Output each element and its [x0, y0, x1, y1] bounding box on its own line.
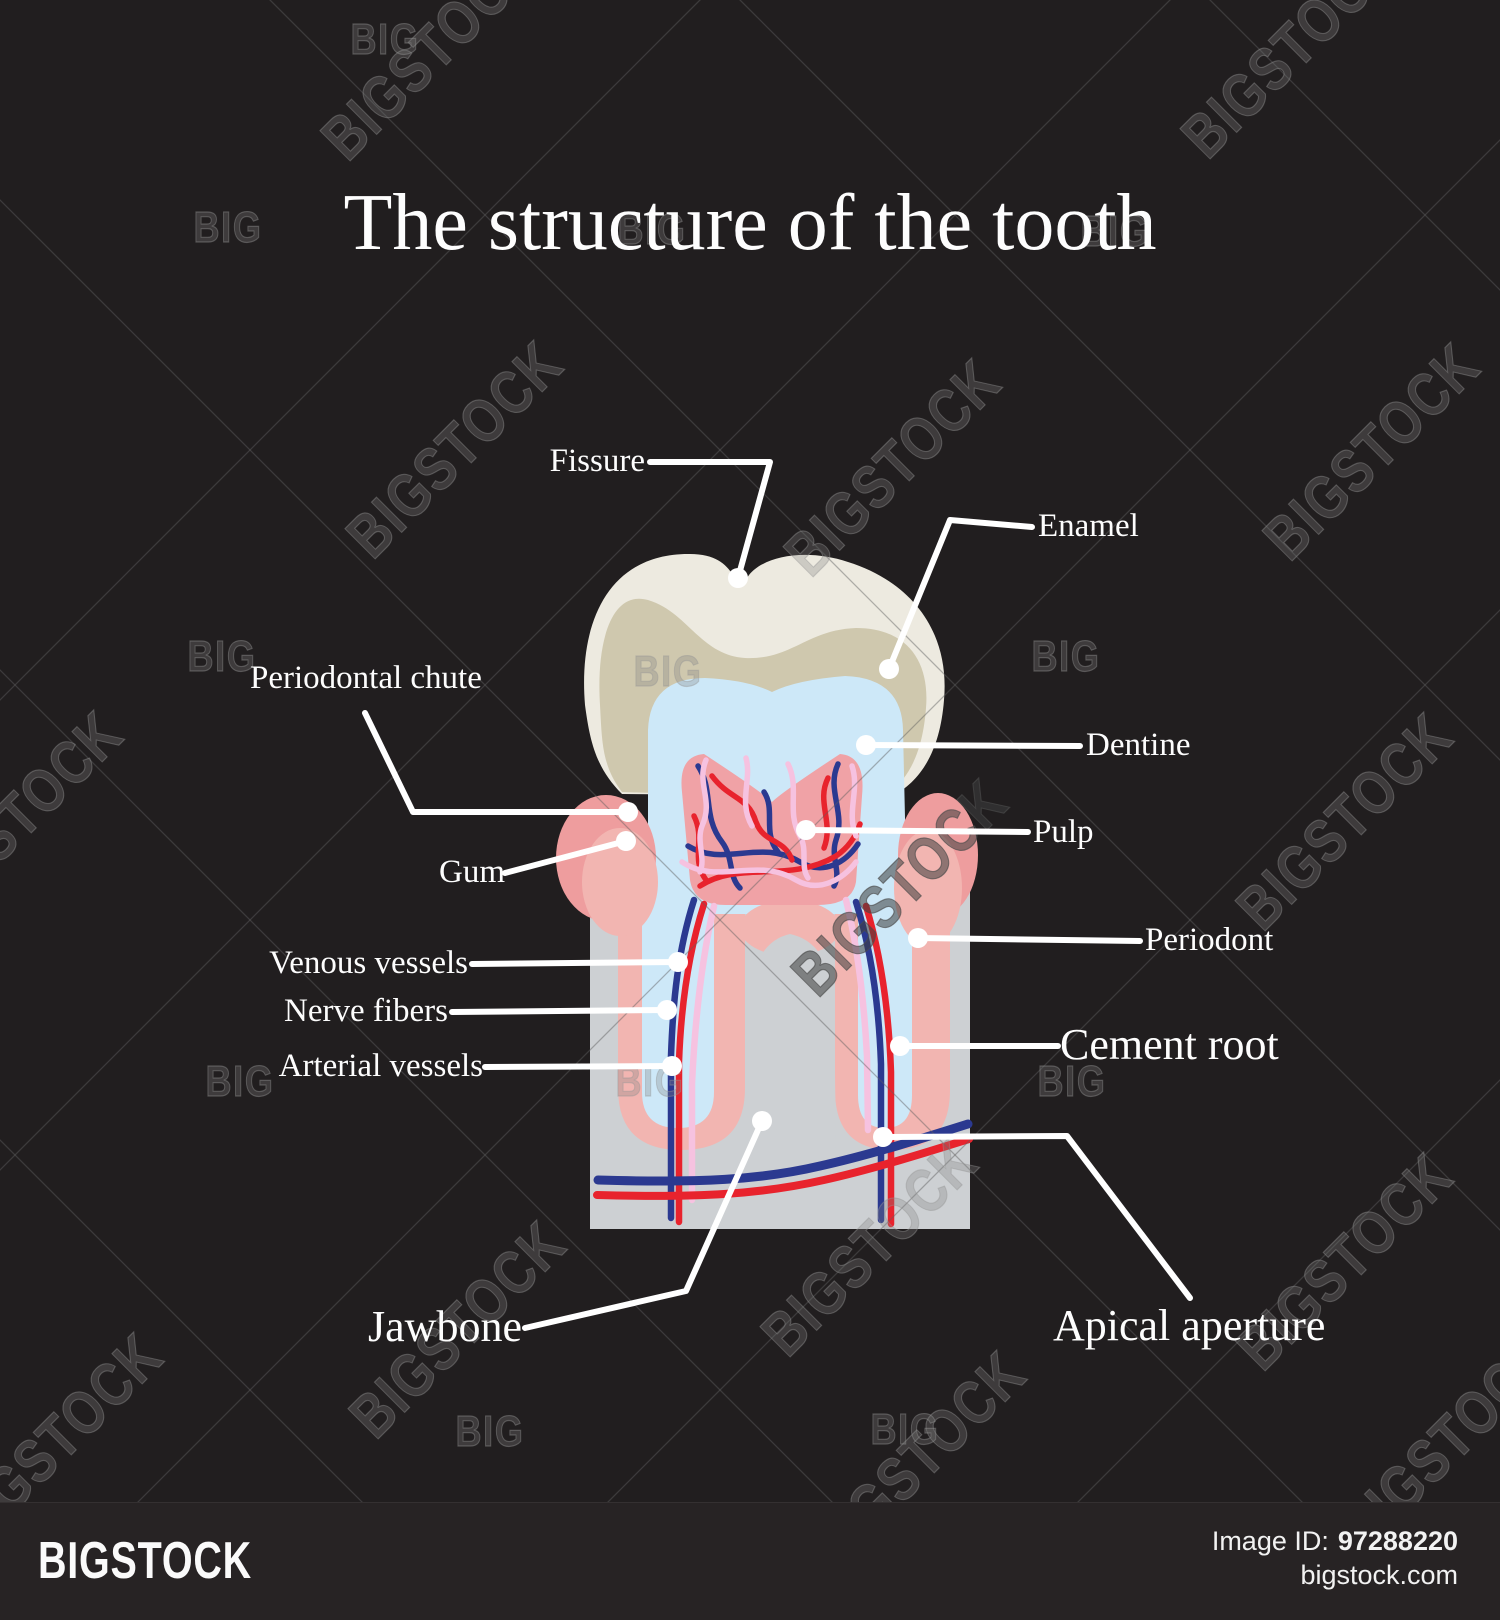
dot-periodontal-chute	[618, 802, 638, 822]
dot-apical	[873, 1127, 893, 1147]
dot-gum	[616, 831, 636, 851]
leader-dentine	[863, 742, 1083, 749]
leader-gum	[502, 838, 629, 876]
lattice-line	[0, 0, 1171, 1171]
dot-dentine	[856, 735, 876, 755]
dot-arterial	[662, 1056, 682, 1076]
page-title: The structure of the tooth	[343, 179, 1157, 267]
leader-fissure	[647, 459, 773, 581]
lattice-line	[19, 139, 1500, 1620]
lattice-line	[0, 199, 1421, 1620]
lattice-line	[1209, 0, 1500, 291]
dot-enamel	[879, 659, 899, 679]
lattice-line	[0, 1139, 481, 1620]
leader-nerve	[449, 1007, 670, 1015]
leader-enamel	[886, 517, 1035, 672]
image-id-label: Image ID:	[1211, 1526, 1329, 1556]
footer-bar: BIGSTOCK Image ID: 97288220 bigstock.com	[0, 1502, 1500, 1620]
leader-dot-group	[616, 568, 928, 1147]
label-jawbone: Jawbone	[368, 1302, 522, 1351]
dot-fissure	[728, 568, 748, 588]
leader-periodontal-chute	[362, 710, 631, 815]
label-nerve-fibers: Nerve fibers	[283, 993, 448, 1029]
site-url: bigstock.com	[1300, 1559, 1458, 1590]
lattice-line	[269, 0, 1500, 1231]
bigstock-logo: BIGSTOCK	[38, 1532, 252, 1590]
leader-periodont	[915, 935, 1143, 944]
leader-jawbone	[522, 1118, 765, 1331]
leader-arterial	[482, 1063, 675, 1070]
image-id-value: 97288220	[1337, 1526, 1458, 1556]
periodontal-apex	[740, 900, 840, 956]
lattice-line	[0, 669, 951, 1620]
dot-periodont	[908, 928, 928, 948]
dot-cement	[890, 1036, 910, 1056]
label-venous-vessels: Venous vessels	[269, 945, 468, 981]
dot-pulp	[796, 820, 816, 840]
label-cement-root: Cement root	[1060, 1020, 1279, 1069]
lattice-line	[0, 0, 701, 701]
leader-apical	[880, 1133, 1193, 1301]
label-pulp: Pulp	[1033, 814, 1094, 850]
image-id-line: Image ID: 97288220	[1212, 1525, 1458, 1559]
lattice-line	[489, 609, 1500, 1620]
label-periodontal-chute: Periodontal chute	[250, 660, 482, 696]
lattice-line	[959, 1079, 1500, 1620]
label-apical-aperture: Apical aperture	[1053, 1301, 1326, 1350]
label-enamel: Enamel	[1038, 508, 1139, 544]
interroot-bone-wedge	[747, 934, 836, 1150]
gum-shape	[556, 793, 978, 946]
footer-info: Image ID: 97288220 bigstock.com	[1212, 1525, 1458, 1593]
lattice-line	[739, 0, 1500, 761]
label-arterial-vessels: Arterial vessels	[278, 1048, 483, 1084]
dot-venous	[668, 952, 688, 972]
label-fissure: Fissure	[549, 443, 645, 479]
dot-jawbone	[752, 1111, 772, 1131]
label-dentine: Dentine	[1086, 727, 1191, 763]
leader-line-group	[362, 459, 1193, 1331]
dot-nerve	[657, 1000, 677, 1020]
label-gum: Gum	[439, 854, 505, 890]
label-periodont: Periodont	[1145, 922, 1274, 958]
leader-venous	[469, 959, 681, 967]
leader-pulp	[803, 827, 1031, 835]
root-canal-vessels	[667, 896, 895, 1228]
